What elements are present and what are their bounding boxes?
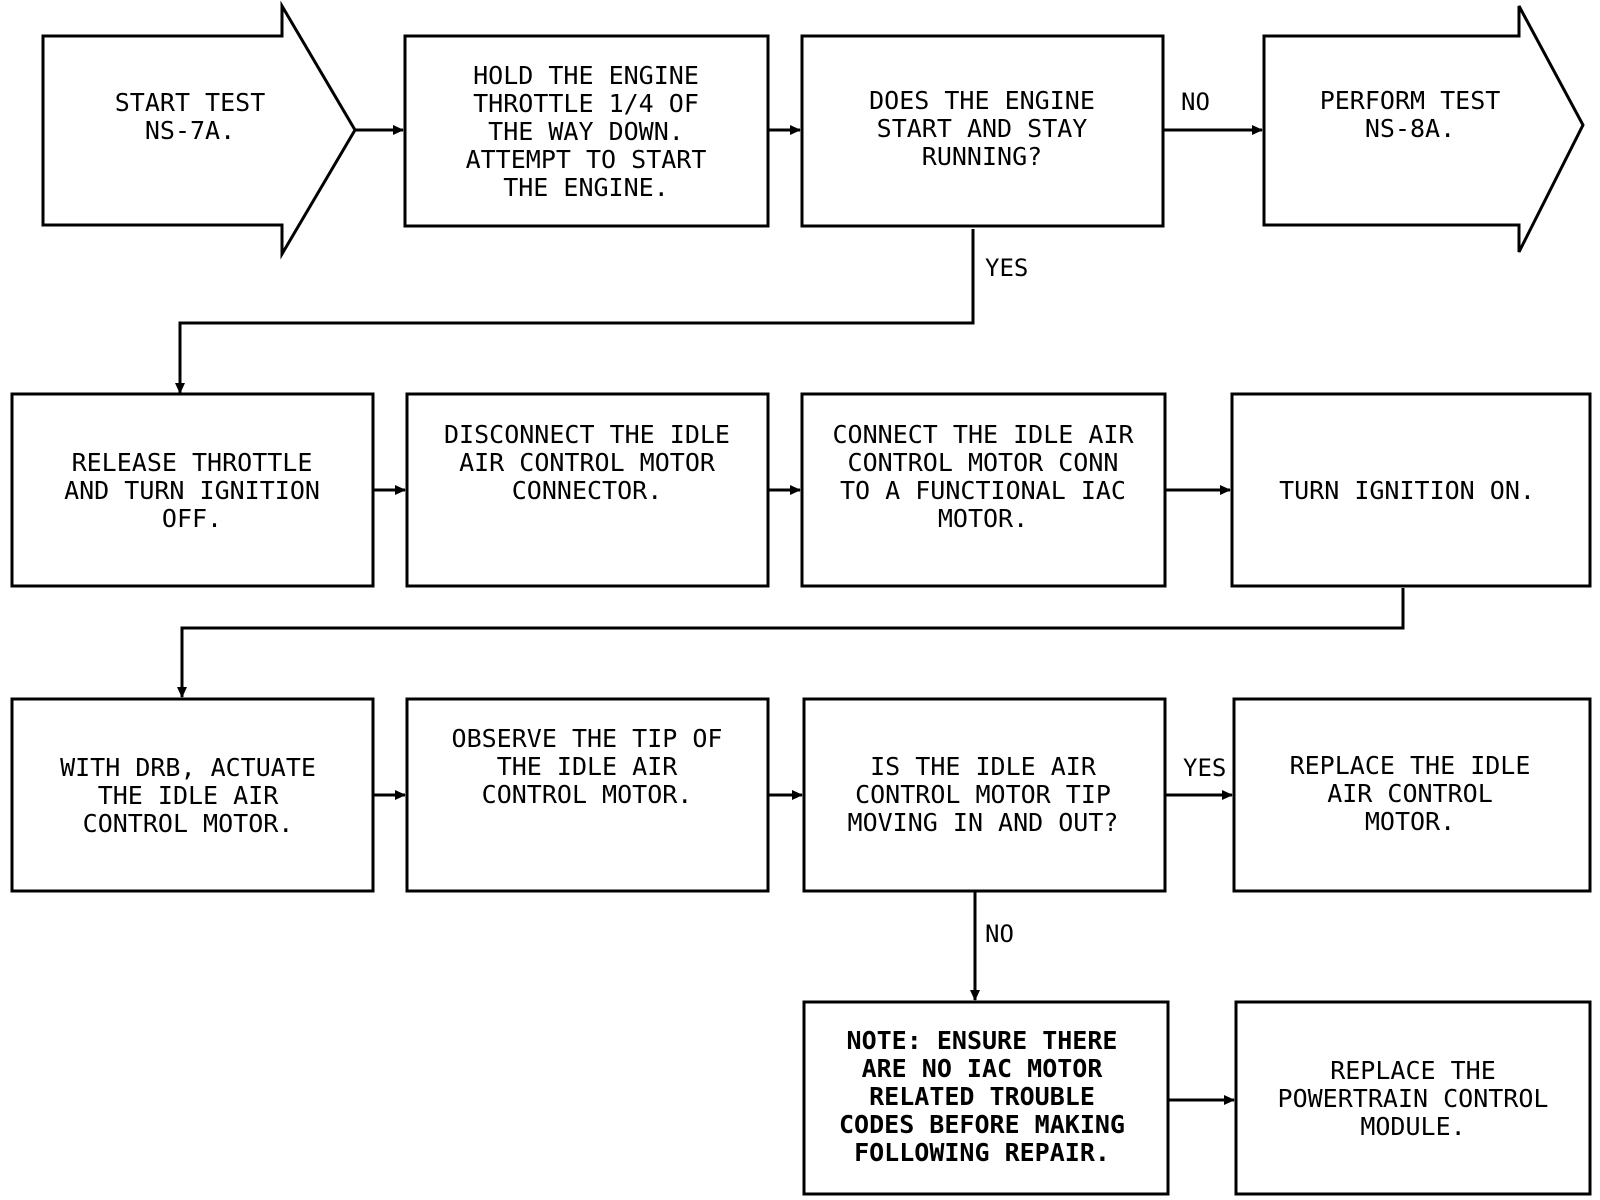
node-text-line: OFF. <box>162 504 222 533</box>
node-text-line: CONTROL MOTOR TIP <box>855 780 1111 809</box>
node-text-line: TURN IGNITION ON. <box>1279 476 1535 505</box>
label-engine-no: NO <box>1181 88 1210 116</box>
node-text-line: CONNECTOR. <box>512 476 663 505</box>
node-text-line: NS-7A. <box>145 116 235 145</box>
node-text-line: START AND STAY <box>877 114 1088 143</box>
node-text-line: THE WAY DOWN. <box>488 117 684 146</box>
node-text-line: DISCONNECT THE IDLE <box>444 420 730 449</box>
node-text-line: AIR CONTROL <box>1327 779 1493 808</box>
node-text-line: MOTOR. <box>938 504 1028 533</box>
node-text-line: ATTEMPT TO START <box>466 145 707 174</box>
node-text-line: MODULE. <box>1360 1112 1465 1141</box>
connector-question-yes-to-release <box>175 229 975 394</box>
node-text-line: START TEST <box>115 88 266 117</box>
node-text-line: RELEASE THROTTLE <box>72 448 313 477</box>
node-text-line: THE IDLE AIR <box>98 781 280 810</box>
node-text-line: RUNNING? <box>922 142 1042 171</box>
node-text-line: CODES BEFORE MAKING <box>839 1110 1125 1139</box>
node-text-line: ARE NO IAC MOTOR <box>862 1054 1104 1083</box>
node-text-line: IS THE IDLE AIR <box>870 752 1097 781</box>
node-text-line: THE ENGINE. <box>503 173 669 202</box>
node-text-line: MOVING IN AND OUT? <box>848 808 1119 837</box>
node-text-line: DOES THE ENGINE <box>869 86 1095 115</box>
node-text-line: RELATED TROUBLE <box>869 1082 1095 1111</box>
node-text-line: TO A FUNCTIONAL IAC <box>840 476 1126 505</box>
node-ignition-on: TURN IGNITION ON. <box>1230 392 1592 588</box>
node-text-line: AIR CONTROL MOTOR <box>459 448 716 477</box>
label-engine-yes: YES <box>985 254 1028 282</box>
node-text-line: CONTROL MOTOR CONN <box>848 448 1119 477</box>
node-text-line: HOLD THE ENGINE <box>473 61 699 90</box>
node-text-line: CONTROL MOTOR. <box>83 809 294 838</box>
node-text-line: POWERTRAIN CONTROL <box>1278 1084 1549 1113</box>
node-text-line: WITH DRB, ACTUATE <box>60 753 316 782</box>
node-text-line: THROTTLE 1/4 OF <box>473 89 699 118</box>
node-text-line: CONTROL MOTOR. <box>482 780 693 809</box>
node-text-line: FOLLOWING REPAIR. <box>854 1138 1110 1167</box>
node-text-line: OBSERVE THE TIP OF <box>452 724 723 753</box>
node-text-line: REPLACE THE IDLE <box>1290 751 1531 780</box>
node-text-line: AND TURN IGNITION <box>64 476 320 505</box>
node-text-line: MOTOR. <box>1365 807 1455 836</box>
node-text-line: REPLACE THE <box>1330 1056 1496 1085</box>
node-text-line: PERFORM TEST <box>1320 86 1501 115</box>
label-tip-no: NO <box>985 920 1014 948</box>
connectors <box>175 125 1405 1105</box>
svg-text:TURN IGNITION ON.: TURN IGNITION ON. <box>1279 476 1535 505</box>
node-text-line: NS-8A. <box>1365 114 1455 143</box>
connector-ignition-to-actuate <box>177 588 1405 698</box>
node-text-line: THE IDLE AIR <box>497 752 679 781</box>
node-text-line: CONNECT THE IDLE AIR <box>832 420 1134 449</box>
label-tip-yes: YES <box>1183 754 1226 782</box>
node-text-line: NOTE: ENSURE THERE <box>847 1026 1118 1055</box>
